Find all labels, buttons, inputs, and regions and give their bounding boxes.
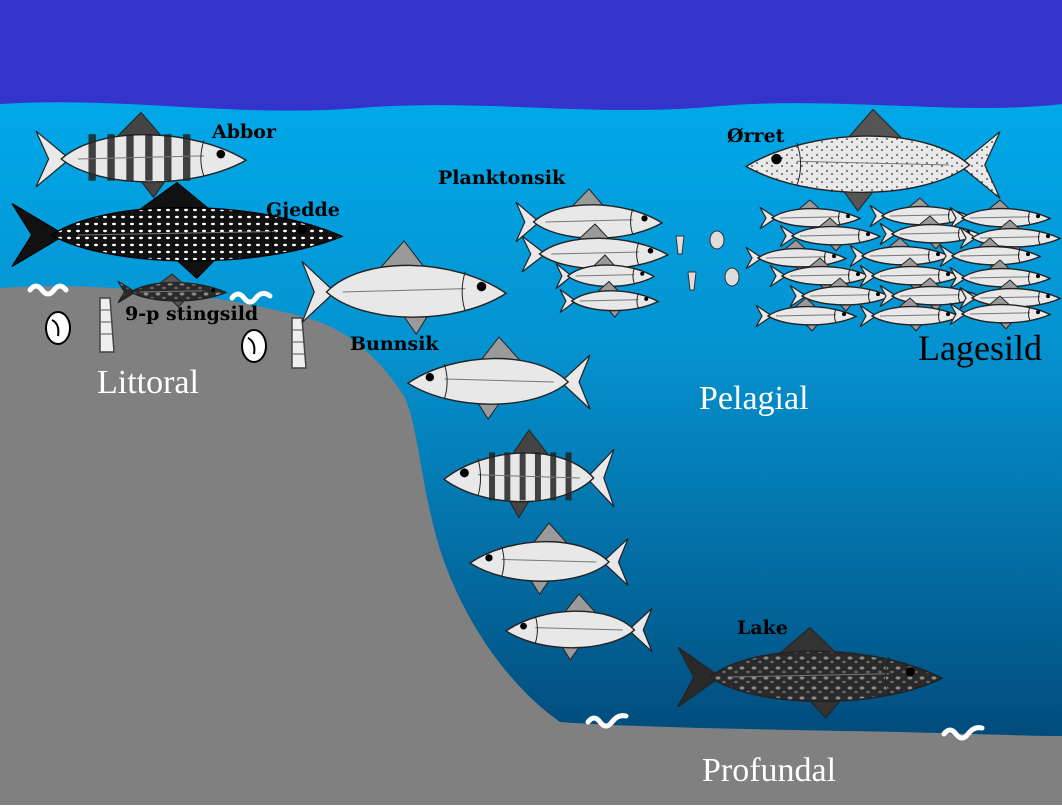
zone-littoral: Littoral	[97, 364, 199, 401]
zone-pelagial: Pelagial	[699, 380, 809, 417]
label-gjedde: Gjedde	[266, 199, 340, 221]
label-bunnsik: Bunnsik	[350, 333, 439, 355]
label-lagesild: Lagesild	[918, 328, 1042, 368]
sky-band	[0, 0, 1062, 112]
label-abbor: Abbor	[211, 121, 277, 143]
snail-icon	[46, 312, 70, 344]
label-planktonsik: Planktonsik	[438, 167, 566, 189]
zone-profundal: Profundal	[702, 752, 836, 789]
label-stingsild: 9-p stingsild	[125, 303, 258, 325]
label-orret: Ørret	[727, 125, 785, 147]
snail-icon	[242, 330, 266, 362]
label-lake: Lake	[737, 617, 788, 639]
